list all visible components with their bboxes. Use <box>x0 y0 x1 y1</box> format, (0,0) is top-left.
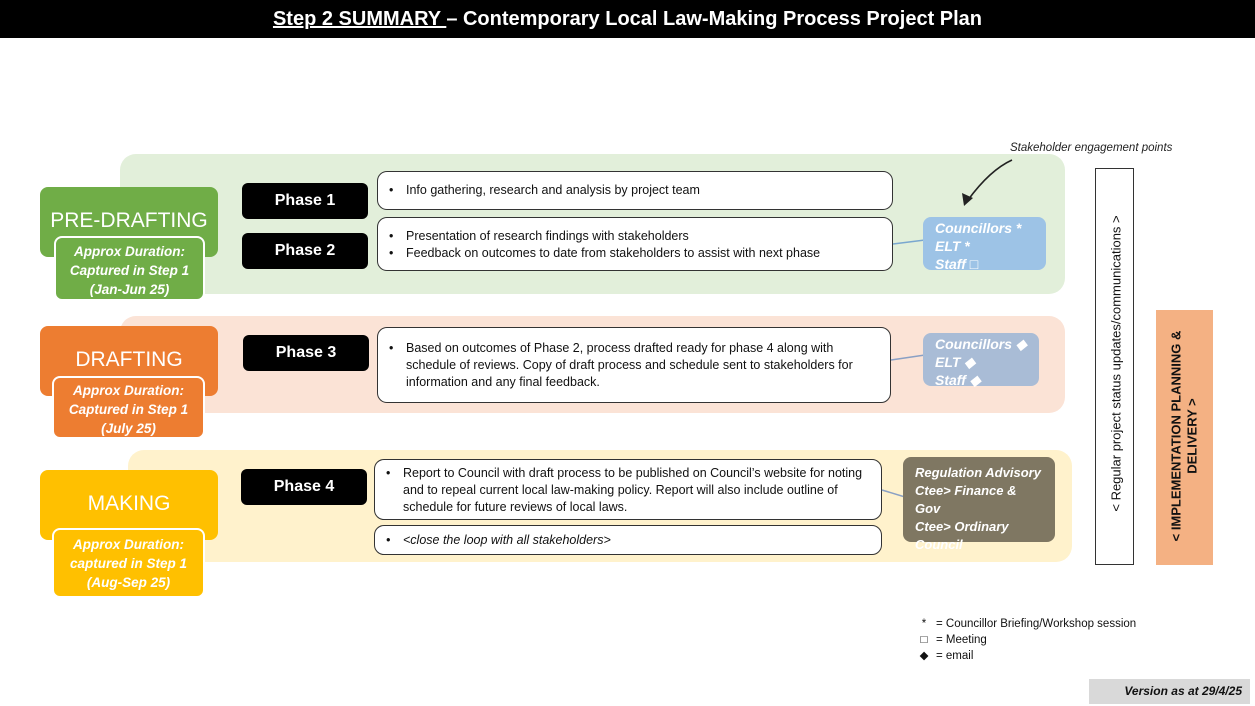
duration-making: Approx Duration: captured in Step 1 (Aug… <box>52 528 205 598</box>
title-rest: – Contemporary Local Law-Making Process … <box>446 8 983 30</box>
implementation-line: DELIVERY > <box>1184 398 1200 474</box>
legend-item: □ = Meeting <box>912 632 1136 648</box>
duration-line: (Aug-Sep 25) <box>86 575 171 590</box>
legend-text: = Councillor Briefing/Workshop session <box>936 618 1137 630</box>
duration-line: (Jan-Jun 25) <box>89 282 170 297</box>
stakeholders-pre-drafting: Councillors * ELT * Staff □ <box>923 217 1046 273</box>
duration-drafting: Approx Duration: Captured in Step 1 (Jul… <box>52 376 205 439</box>
duration-line: Approx Duration: <box>74 244 185 259</box>
stakeholder-row: Councillors * <box>935 219 1034 237</box>
legend-text: = Meeting <box>936 634 987 646</box>
asterisk-icon: * <box>964 238 970 254</box>
list-item: Report to Council with draft process to … <box>386 465 871 516</box>
stakeholder-name: Staff <box>935 372 966 388</box>
stakeholders-making: Regulation Advisory Ctee> Finance & Gov … <box>903 457 1055 552</box>
legend: *= Councillor Briefing/Workshop session … <box>912 616 1137 664</box>
diamond-icon: ◆ <box>1015 336 1027 352</box>
stakeholder-name: Staff <box>935 256 966 272</box>
legend-item: * = Councillor Briefing/Workshop session <box>912 616 1136 632</box>
stage-drafting-label: DRAFTING <box>75 348 183 371</box>
stage-pre-drafting-label: PRE-DRAFTING <box>50 209 208 232</box>
square-icon: □ <box>920 634 928 646</box>
list-item: Info gathering, research and analysis by… <box>389 182 880 199</box>
stakeholder-name: Councillors <box>935 336 1013 352</box>
phase-4-close-loop-box: <close the loop with all stakeholders> <box>374 525 882 555</box>
page-title: Step 2 SUMMARY – Contemporary Local Law-… <box>0 0 1255 38</box>
stakeholder-line: Ctee> Finance & Gov <box>915 483 1017 516</box>
diamond-icon: ◆ <box>964 354 976 370</box>
duration-line: Captured in Step 1 <box>69 263 190 278</box>
title-underlined: Step 2 SUMMARY <box>272 8 447 30</box>
asterisk-icon: * <box>921 618 927 630</box>
diamond-icon: ◆ <box>969 372 981 388</box>
implementation-bar: < IMPLEMENTATION PLANNING & DELIVERY > <box>1156 310 1213 565</box>
stakeholder-row: Councillors ◆ <box>935 335 1027 353</box>
legend-item: ◆ = email <box>912 648 1136 664</box>
list-item: Presentation of research findings with s… <box>389 228 880 245</box>
duration-line: captured in Step 1 <box>69 556 188 571</box>
legend-text: = email <box>936 650 974 662</box>
phase-4-box: Report to Council with draft process to … <box>374 459 882 520</box>
stakeholder-line: Council <box>915 537 963 552</box>
phase-3-box: Based on outcomes of Phase 2, process dr… <box>377 327 891 403</box>
stage-making-label: MAKING <box>87 492 171 515</box>
phase-4-label: Phase 4 <box>241 469 367 505</box>
phase-3-label: Phase 3 <box>243 335 369 371</box>
phase-1-box: Info gathering, research and analysis by… <box>377 171 893 210</box>
stakeholder-row: Staff ◆ <box>935 371 1027 389</box>
duration-pre-drafting: Approx Duration: Captured in Step 1 (Jan… <box>54 236 205 301</box>
phase-2-label: Phase 2 <box>242 233 368 269</box>
stakeholder-row: ELT ◆ <box>935 353 1027 371</box>
stakeholder-row: Staff □ <box>935 255 1034 273</box>
stakeholder-note: Stakeholder engagement points <box>1010 142 1173 154</box>
stakeholder-name: ELT <box>935 238 961 254</box>
implementation-label: < IMPLEMENTATION PLANNING & DELIVERY > <box>1169 308 1201 565</box>
implementation-line: < IMPLEMENTATION PLANNING & <box>1168 330 1184 542</box>
version-text: Version as at 29/4/25 <box>1124 684 1242 698</box>
stakeholder-name: Councillors <box>935 220 1013 236</box>
duration-line: Captured in Step 1 <box>68 402 189 417</box>
phase-1-label: Phase 1 <box>242 183 368 219</box>
list-item: Based on outcomes of Phase 2, process dr… <box>389 340 880 391</box>
list-item: Feedback on outcomes to date from stakeh… <box>389 245 880 262</box>
stakeholders-drafting: Councillors ◆ ELT ◆ Staff ◆ <box>923 333 1039 389</box>
phase-2-box: Presentation of research findings with s… <box>377 217 893 271</box>
square-icon: □ <box>969 256 979 272</box>
stakeholder-line: Regulation Advisory <box>915 465 1041 480</box>
duration-line: Approx Duration: <box>73 383 184 398</box>
status-updates-bar: < Regular project status updates/communi… <box>1095 168 1134 565</box>
list-item: <close the loop with all stakeholders> <box>386 532 869 549</box>
duration-line: (July 25) <box>101 421 156 436</box>
stakeholder-line: Ctee> Ordinary <box>915 519 1009 534</box>
asterisk-icon: * <box>1015 220 1022 236</box>
duration-line: Approx Duration: <box>73 537 184 552</box>
version-label: Version as at 29/4/25 <box>1089 679 1250 704</box>
status-updates-label: < Regular project status updates/communi… <box>1108 215 1124 512</box>
diamond-icon: ◆ <box>919 650 929 662</box>
stakeholder-row: ELT * <box>935 237 1034 255</box>
stakeholder-name: ELT <box>935 354 961 370</box>
